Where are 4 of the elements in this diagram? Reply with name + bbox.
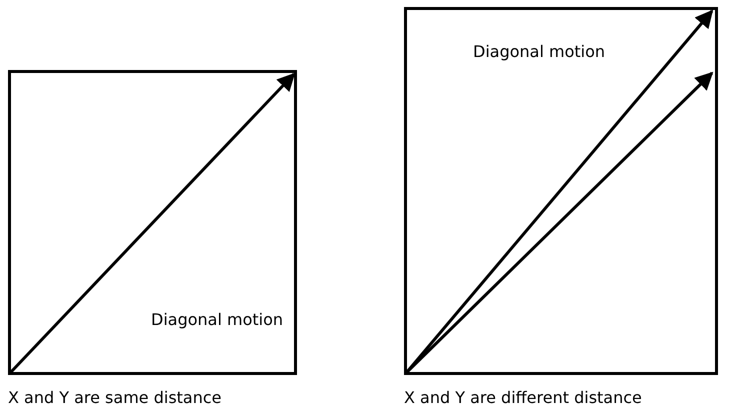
box-label: Diagonal motion bbox=[151, 310, 284, 329]
node-label: X and Y are different distance bbox=[404, 388, 642, 407]
node-label: X and Y are same distance bbox=[8, 388, 222, 407]
box-label: Diagonal motion bbox=[473, 42, 606, 61]
